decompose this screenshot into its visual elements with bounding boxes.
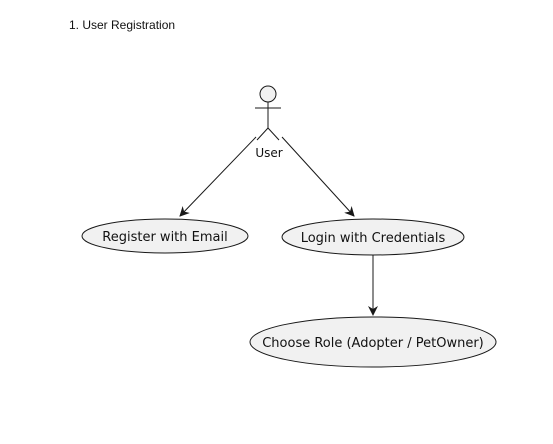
association-user-register xyxy=(179,136,257,217)
actor-left-leg xyxy=(256,127,269,141)
diagram-title: 1. User Registration xyxy=(69,18,176,32)
use-case-label: Login with Credentials xyxy=(301,231,446,246)
actor-label: User xyxy=(255,146,282,160)
use-case-ellipse xyxy=(249,316,497,368)
use-case-ellipse xyxy=(281,218,465,256)
association-user-login xyxy=(281,136,355,217)
actor-head xyxy=(259,85,277,103)
actor-user: User xyxy=(255,85,283,160)
use-case-choose-role: Choose Role (Adopter / PetOwner) xyxy=(249,316,497,368)
actor-right-leg xyxy=(267,127,280,141)
use-case-ellipse xyxy=(81,218,249,254)
use-case-login-with-credentials: Login with Credentials xyxy=(281,218,465,256)
use-case-register-with-email: Register with Email xyxy=(81,218,249,254)
use-case-label: Register with Email xyxy=(102,230,227,245)
use-case-label: Choose Role (Adopter / PetOwner) xyxy=(262,336,484,351)
